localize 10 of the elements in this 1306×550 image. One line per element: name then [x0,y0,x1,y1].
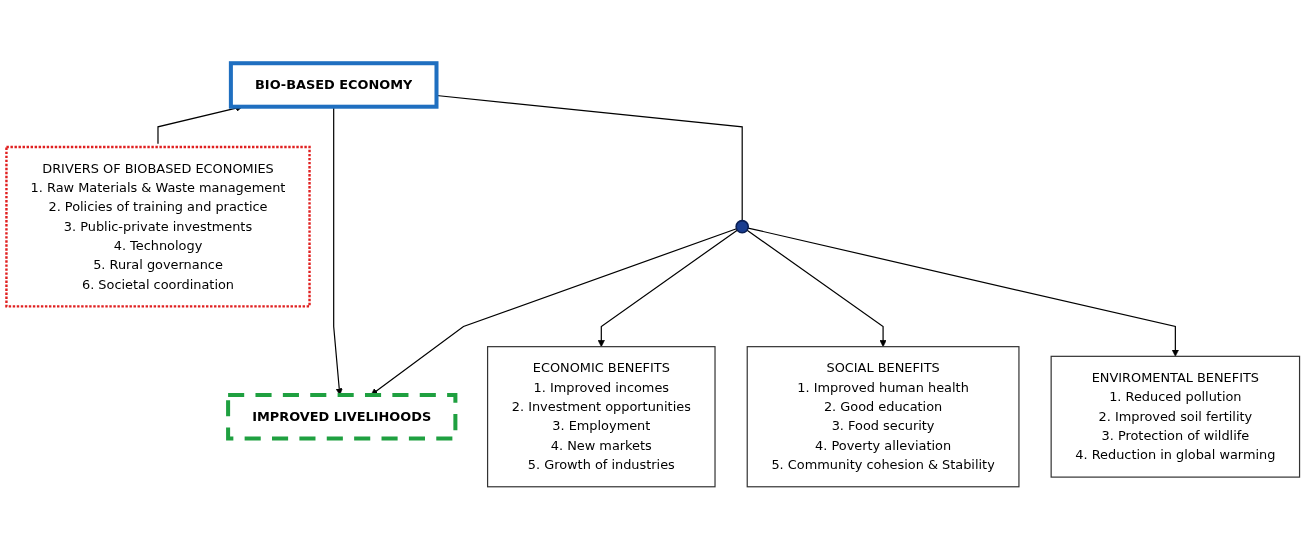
arrow [746,229,887,347]
arrow [747,227,1179,357]
node-box [226,392,458,441]
node-box [746,346,1020,488]
node-box [228,61,439,109]
node-box [487,346,716,488]
arrow [597,229,738,347]
node-box [5,145,311,308]
node-circle [735,219,750,234]
node-box [1050,355,1301,478]
